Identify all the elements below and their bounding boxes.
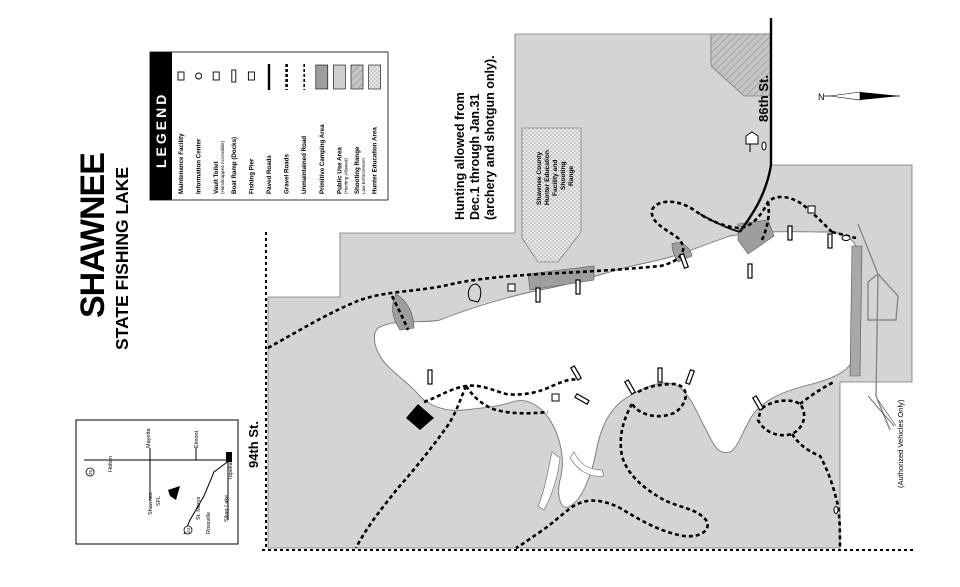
north-arrow-icon [824, 91, 900, 101]
hunting-line-3: (archery and shotgun only). [483, 55, 497, 220]
svg-text:St. Marys: St. Marys [196, 497, 202, 520]
lake-inlet-south-2 [569, 451, 605, 477]
hunter-education-area [521, 127, 582, 263]
svg-text:Holton: Holton [108, 456, 114, 472]
camping-area-east [737, 219, 775, 255]
svg-text:Silver Lake: Silver Lake [224, 495, 230, 522]
legend-note: (Hunting Allowed) [343, 158, 348, 194]
fishing-pier-icon [247, 71, 255, 81]
vault-toilet-icons [507, 205, 816, 402]
legend-label: Vault Toilet [213, 161, 220, 194]
legend-item: Maintenance Facility [177, 71, 185, 194]
svg-text:Hunter Education: Hunter Education [544, 150, 551, 205]
legend: LEGEND Maintenance Facility Information C… [149, 51, 389, 201]
maintenance-facility-icon [745, 131, 759, 152]
legend-item: Unmaintained Road [301, 64, 308, 194]
legend-label: Primitive Camping Area [319, 124, 326, 194]
svg-text:Rossville: Rossville [206, 512, 212, 534]
legend-item: Hunter Education Area [368, 64, 381, 194]
shooting-range-swatch [350, 64, 364, 90]
legend-header: LEGEND [153, 92, 169, 168]
boat-ramp-icon [231, 69, 237, 83]
turnaround-loop [467, 283, 482, 303]
svg-text:Facility and: Facility and [552, 160, 559, 196]
lake-inlet-south [537, 451, 561, 511]
headquarters-icon [406, 404, 434, 430]
lake-water [373, 231, 857, 508]
svg-text:Range: Range [568, 166, 575, 186]
svg-text:Shawnee County: Shawnee County [536, 152, 543, 205]
gravel-roads [267, 195, 857, 550]
street-label-94th: 94th St. [246, 421, 261, 468]
svg-text:Shawnee: Shawnee [148, 492, 154, 515]
street-label-86th: 86th St. [756, 75, 771, 122]
legend-label: Unmaintained Road [301, 136, 308, 194]
public-use-swatch [333, 64, 346, 90]
legend-label: Information Center [196, 138, 203, 194]
primitive-camping-swatch [315, 64, 329, 90]
hunting-line-2: Dec.1 through Jan.31 [468, 94, 482, 220]
boat-ramps [427, 225, 833, 411]
authorized-pointer [867, 395, 897, 427]
legend-label: Shooting Range [354, 146, 361, 194]
legend-item: Primitive Camping Area [315, 64, 329, 194]
svg-text:Shooting: Shooting [560, 161, 567, 190]
legend-item: Gravel Roads [284, 64, 291, 194]
title-main: SHAWNEE [74, 153, 112, 318]
legend-label: Public Use Area [336, 147, 343, 194]
legend-item: Vault Toilet(Handicapped Accessible) [212, 71, 225, 194]
information-center-icons [761, 141, 851, 514]
legend-item: Public Use Area(Hunting Allowed) [333, 64, 348, 194]
svg-text:Mayetta: Mayetta [146, 427, 152, 448]
locator-inset: 75 24 Holton Mayetta Elmont Topeka Shawn… [75, 419, 239, 545]
maintenance-facility-icon [177, 71, 185, 81]
facility-label: Shawnee County Hunter Education Facility… [536, 150, 575, 205]
north-label: N [818, 92, 825, 102]
locator-hwy-24: 24 [186, 527, 191, 533]
locator-hwy-75: 75 [88, 469, 93, 475]
legend-label: Fishing Pier [248, 158, 255, 194]
dam-strip [849, 245, 863, 377]
legend-label: Hunter Education Area [372, 127, 379, 194]
legend-label: Paved Roads [266, 155, 273, 194]
legend-label: Maintenance Facility [178, 133, 185, 194]
legend-note: (Handicapped Accessible) [220, 140, 225, 194]
svg-text:SFL: SFL [156, 496, 162, 506]
shooting-range-block [710, 33, 772, 97]
locator-lake-icon [168, 486, 180, 500]
svg-text:Topeka: Topeka [228, 461, 234, 480]
vault-toilet-icon [212, 71, 220, 81]
title-sub: STATE FISHING LAKE [112, 167, 132, 350]
authorized-vehicles-label: (Authorized Vehicles Only) [896, 399, 905, 488]
boundary-roads [262, 232, 916, 551]
hunting-line-1: Hunting allowed from [453, 92, 467, 220]
legend-label: Gravel Roads [284, 154, 291, 194]
legend-item: Information Center [195, 72, 203, 194]
legend-item: Fishing Pier [247, 71, 255, 194]
legend-item: Paved Roads [266, 64, 273, 194]
hunting-note: Hunting allowed from Dec.1 through Jan.3… [453, 55, 497, 220]
legend-note: Law Enforcement [361, 158, 366, 194]
legend-label: Boat Ramp (Docks) [231, 137, 238, 194]
svg-text:Elmont: Elmont [194, 430, 200, 448]
legend-item: Boat Ramp (Docks) [231, 69, 238, 194]
hunter-education-swatch [368, 64, 381, 90]
information-center-icon [195, 72, 203, 80]
